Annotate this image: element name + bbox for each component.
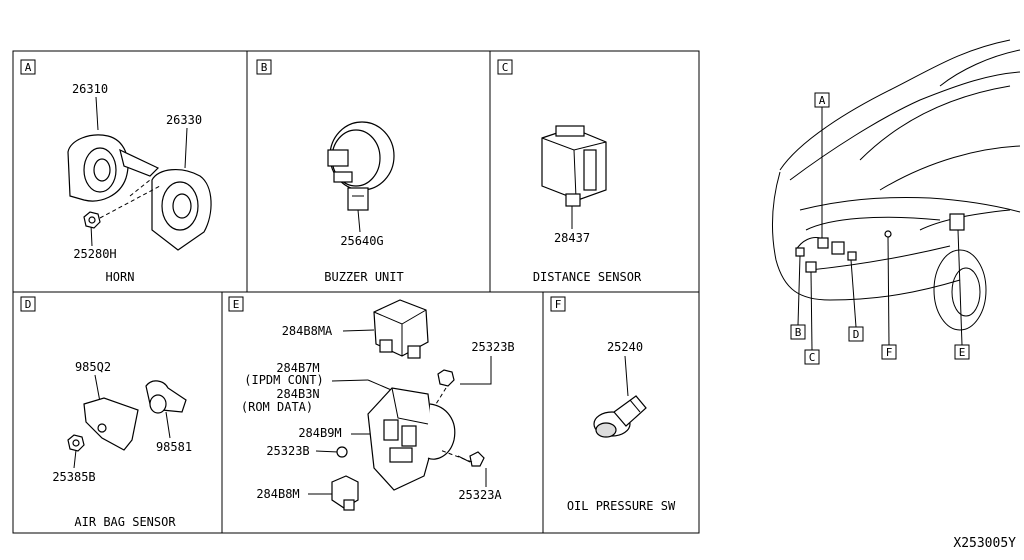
panel-letter-box — [228, 296, 244, 312]
locator-label: A — [819, 94, 826, 107]
nut-25323b-lower-part[interactable] — [336, 446, 348, 458]
part-number[interactable]: 25323A — [458, 488, 502, 502]
relay-284b8ma-part[interactable] — [373, 299, 429, 359]
locator-box-e — [954, 344, 970, 360]
locator-label: C — [809, 351, 816, 364]
buzzer-part[interactable] — [327, 121, 395, 211]
locator-label: F — [886, 346, 893, 359]
locator-label: D — [853, 328, 860, 341]
panel-b: B 25640G BUZZER UNIT — [256, 59, 404, 284]
bolt-25323a-part[interactable] — [457, 451, 485, 467]
ipdm-module-part[interactable] — [367, 387, 456, 491]
panel-letter-box — [497, 59, 513, 75]
vehicle-outline — [772, 39, 1021, 331]
part-number[interactable]: 284B3N — [276, 387, 319, 401]
panel-title: HORN — [106, 270, 135, 284]
part-number[interactable]: 25240 — [607, 340, 643, 354]
locator-box-d — [848, 326, 864, 342]
part-number[interactable]: 284B8M — [256, 487, 299, 501]
panel-title: AIR BAG SENSOR — [74, 515, 176, 529]
diagram-id: X253005Y — [953, 536, 1016, 551]
part-note: (ROM DATA) — [241, 400, 313, 414]
nut-25280h-part[interactable] — [83, 211, 101, 229]
panel-letter: B — [261, 61, 268, 74]
panel-f: F 25240 OIL PRESSURE SW — [550, 296, 676, 513]
part-number[interactable]: 25323B — [471, 340, 514, 354]
part-number[interactable]: 284B7M — [276, 361, 319, 375]
part-note: (IPDM CONT) — [244, 373, 323, 387]
part-number[interactable]: 985Q2 — [75, 360, 111, 374]
panel-e: E 284B8MA 284B7M (IPDM CONT) 284B3N (ROM… — [228, 296, 515, 511]
locator-label: B — [795, 326, 802, 339]
panel-a: A 26310 26330 25280H HORN — [20, 59, 212, 284]
panel-grid — [12, 50, 700, 534]
panel-letter: F — [555, 298, 562, 311]
panel-letter-box — [256, 59, 272, 75]
connector-284b8m-part[interactable] — [331, 475, 359, 511]
airbag-bracket-part[interactable] — [83, 397, 139, 451]
part-number[interactable]: 28437 — [554, 231, 590, 245]
part-number[interactable]: 284B8MA — [282, 324, 333, 338]
vehicle-locator: A B C D F E — [772, 39, 1021, 365]
part-number[interactable]: 25385B — [52, 470, 95, 484]
locator-box-f — [881, 344, 897, 360]
part-number[interactable]: 25280H — [73, 247, 116, 261]
vehicle-components — [795, 213, 965, 273]
part-number[interactable]: 284B9M — [298, 426, 341, 440]
horn-26310-part[interactable] — [67, 134, 160, 202]
panel-letter-box — [20, 296, 36, 312]
airbag-sensor-part[interactable] — [145, 380, 187, 414]
oil-pressure-switch-part[interactable] — [593, 395, 647, 438]
locator-box-c — [804, 349, 820, 365]
horn-26330-part[interactable] — [151, 169, 212, 251]
part-number[interactable]: 26310 — [72, 82, 108, 96]
locator-box-a — [814, 92, 830, 108]
panel-title: DISTANCE SENSOR — [533, 270, 642, 284]
panel-d: D 985Q2 98581 25385B AIR BAG SENSOR — [20, 296, 192, 529]
panel-title: OIL PRESSURE SW — [567, 499, 676, 513]
panel-letter-box — [20, 59, 36, 75]
panel-letter: D — [25, 298, 32, 311]
panel-letter: E — [233, 298, 240, 311]
part-number[interactable]: 25640G — [340, 234, 383, 248]
distance-sensor-part[interactable] — [541, 125, 607, 207]
panel-letter-box — [550, 296, 566, 312]
bolt-25323b-upper-part[interactable] — [437, 369, 455, 387]
part-number[interactable]: 26330 — [166, 113, 202, 127]
locator-label: E — [959, 346, 966, 359]
locator-box-b — [790, 324, 806, 340]
part-number[interactable]: 25323B — [266, 444, 309, 458]
nut-25385b-part[interactable] — [67, 434, 85, 452]
panel-letter: A — [25, 61, 32, 74]
panel-letter: C — [502, 61, 509, 74]
part-number[interactable]: 98581 — [156, 440, 192, 454]
panel-title: BUZZER UNIT — [324, 270, 403, 284]
panel-c: C 28437 DISTANCE SENSOR — [497, 59, 642, 284]
